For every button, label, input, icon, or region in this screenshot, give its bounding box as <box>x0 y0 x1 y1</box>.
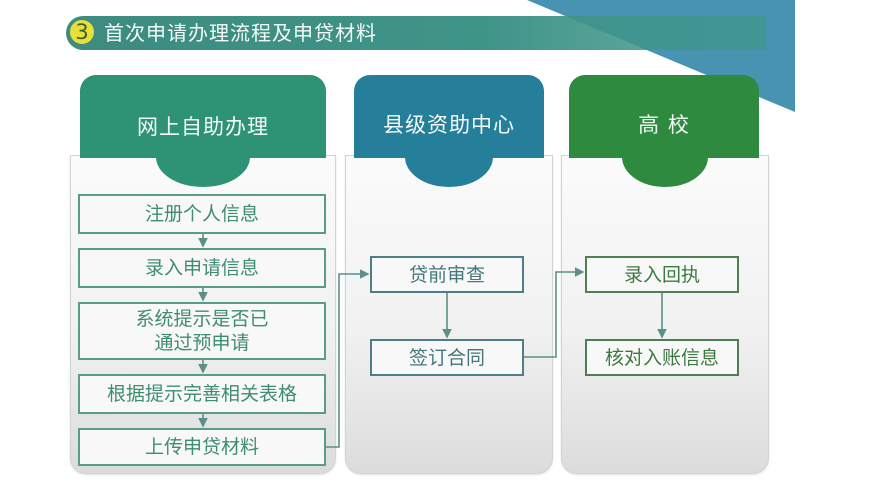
section-title-bar <box>66 16 766 50</box>
flow-step-upload-materials: 上传申贷材料 <box>78 428 326 466</box>
section-title: 首次申请办理流程及申贷材料 <box>104 21 377 45</box>
column-header <box>354 75 544 158</box>
column-header <box>569 75 759 158</box>
flow-step-enter-application: 录入申请信息 <box>78 248 326 288</box>
flow-step-verify-account-info: 核对入账信息 <box>585 339 739 376</box>
flow-step-register: 注册个人信息 <box>78 194 326 234</box>
flow-step-check-preapplication: 系统提示是否已 通过预申请 <box>78 302 326 360</box>
flow-step-pre-loan-review: 贷前审查 <box>370 256 524 293</box>
column-title: 网上自助办理 <box>137 115 269 139</box>
step-number-badge: 3 <box>68 18 96 46</box>
column-title: 县级资助中心 <box>383 113 515 137</box>
column-header <box>80 75 326 158</box>
flow-step-complete-forms: 根据提示完善相关表格 <box>78 374 326 414</box>
flow-step-enter-receipt: 录入回执 <box>585 256 739 293</box>
flow-step-sign-contract: 签订合同 <box>370 339 524 376</box>
column-panel <box>345 155 553 474</box>
column-panel <box>561 155 769 474</box>
column-title: 高 校 <box>638 113 690 137</box>
